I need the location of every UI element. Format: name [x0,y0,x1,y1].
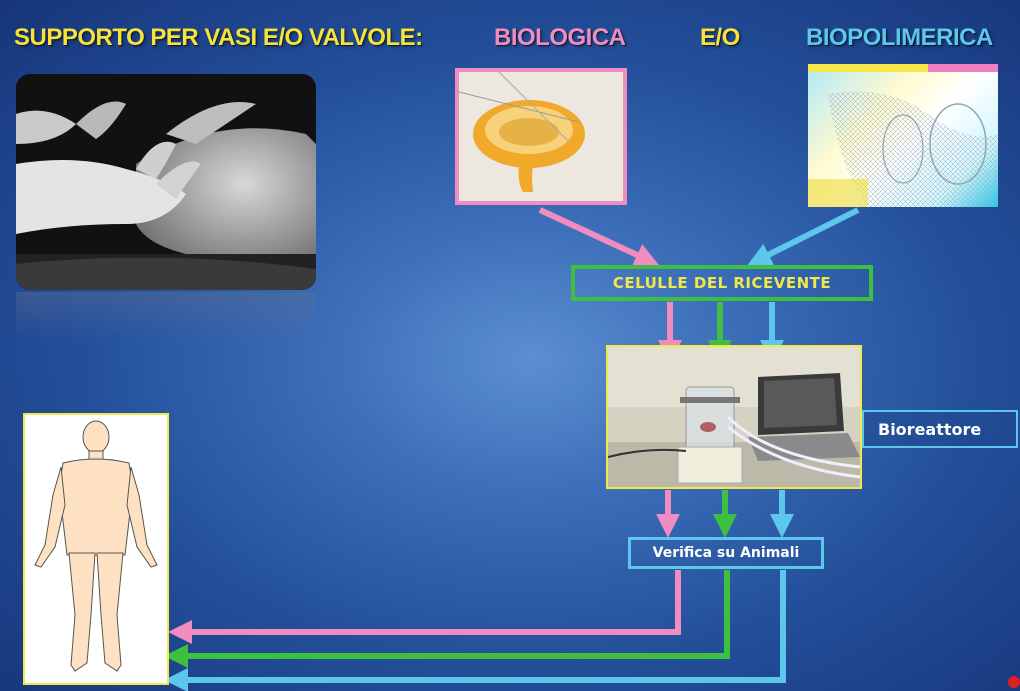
cells-box-label: CELULLE DEL RICEVENTE [612,274,832,292]
arrow-mesh-to-cells [747,207,860,266]
red-dot [1008,676,1020,688]
title-connector: E/O [700,24,740,51]
title-prefix: SUPPORTO PER VASI E/O VALVOLE: [14,24,423,51]
bioreactor-label-box: Bioreattore [862,410,1018,448]
animal-test-box: Verifica su Animali [628,537,824,569]
arrow-verifica-to-human-green [164,570,730,668]
title-option-biopolimerica: BIOPOLIMERICA [806,24,993,51]
title-option-biologica: BIOLOGICA [494,24,626,51]
hands-photo-icon [16,74,316,290]
bioreactor-lab-photo-icon [606,345,862,489]
heart-valve-photo-icon [455,68,627,205]
bioreactor-label: Bioreattore [878,419,982,439]
arrow-verifica-to-human-blue [164,570,786,691]
cells-box: CELULLE DEL RICEVENTE [571,265,873,301]
polymer-mesh-photo-icon [808,64,998,207]
hands-photo-reflection [16,292,316,342]
arrow-verifica-to-human-pink [168,570,681,644]
human-body-icon [23,413,169,685]
arrow-valve-to-cells [538,207,659,266]
animal-test-label: Verifica su Animali [652,545,800,561]
